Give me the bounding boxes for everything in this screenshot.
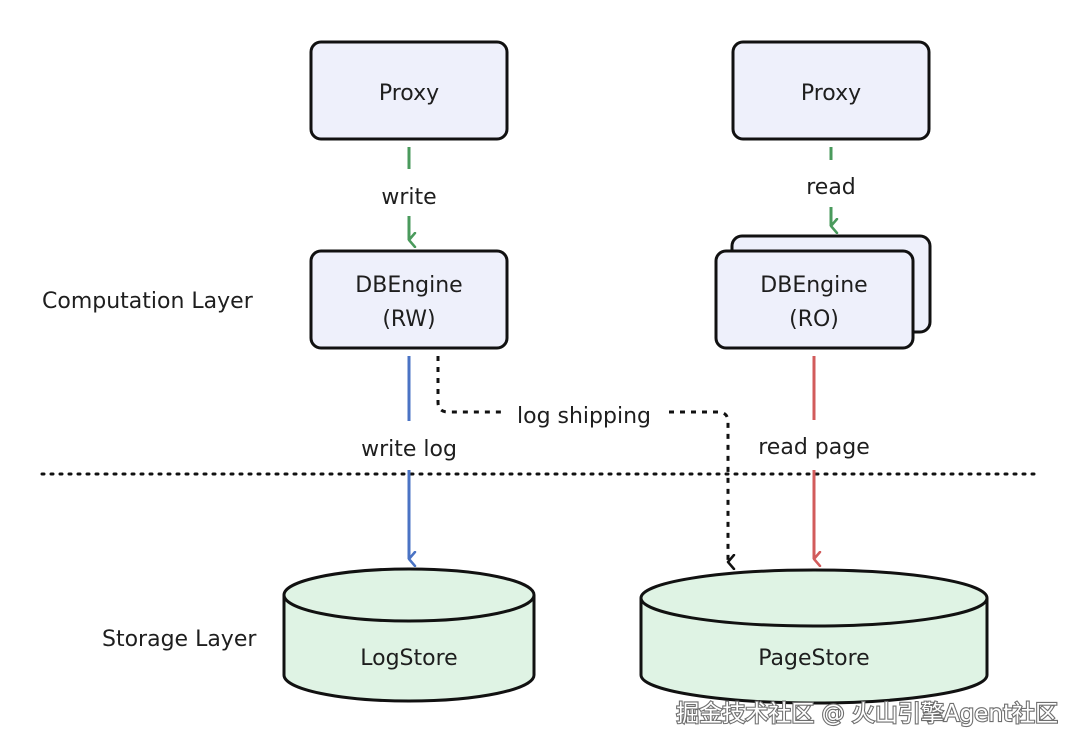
- pagestore-label: PageStore: [758, 646, 869, 671]
- logstore-body: [282, 595, 536, 703]
- log-shipping-arrow-right: [669, 410, 728, 562]
- logstore-label: LogStore: [360, 646, 457, 671]
- proxy-left-node: Proxy: [309, 40, 509, 141]
- log-shipping-edge: log shipping: [436, 356, 728, 562]
- proxy-left-box: [309, 40, 509, 141]
- proxy-right-box: [731, 40, 931, 141]
- dbengine-ro-name: DBEngine: [760, 273, 867, 298]
- pagestore-top: [639, 568, 989, 628]
- proxy-right-node: Proxy: [731, 40, 931, 141]
- storage-layer-label: Storage Layer: [102, 627, 257, 652]
- proxy-right-label: Proxy: [801, 81, 861, 106]
- computation-layer-label: Computation Layer: [42, 289, 254, 314]
- read-page-edge: read page: [758, 356, 870, 559]
- write-edge: write: [381, 147, 437, 240]
- write-label: write: [381, 185, 436, 210]
- read-page-label: read page: [758, 435, 869, 460]
- dbengine-rw-box: [309, 249, 509, 350]
- watermark: 掘金技术社区 @ 火山引擎Agent社区: [676, 701, 1058, 727]
- pagestore-body: [639, 598, 989, 705]
- log-shipping-label: log shipping: [517, 404, 651, 429]
- dbengine-rw-name: DBEngine: [355, 273, 462, 298]
- read-label: read: [806, 175, 856, 200]
- log-shipping-arrow-left: [436, 356, 506, 414]
- write-log-edge: write log: [361, 356, 457, 559]
- dbengine-ro-mode: (RO): [789, 307, 839, 332]
- proxy-left-label: Proxy: [379, 81, 439, 106]
- logstore-top: [282, 567, 536, 623]
- logstore-node: LogStore: [282, 567, 536, 703]
- dbengine-rw-mode: (RW): [382, 307, 435, 332]
- dbengine-rw-node: DBEngine (RW): [309, 249, 509, 350]
- write-log-label: write log: [361, 437, 457, 462]
- pagestore-node: PageStore: [639, 568, 989, 705]
- read-edge: read: [806, 147, 856, 226]
- dbengine-ro-node: DBEngine (RO): [714, 234, 932, 350]
- dbengine-ro-box: [714, 249, 915, 350]
